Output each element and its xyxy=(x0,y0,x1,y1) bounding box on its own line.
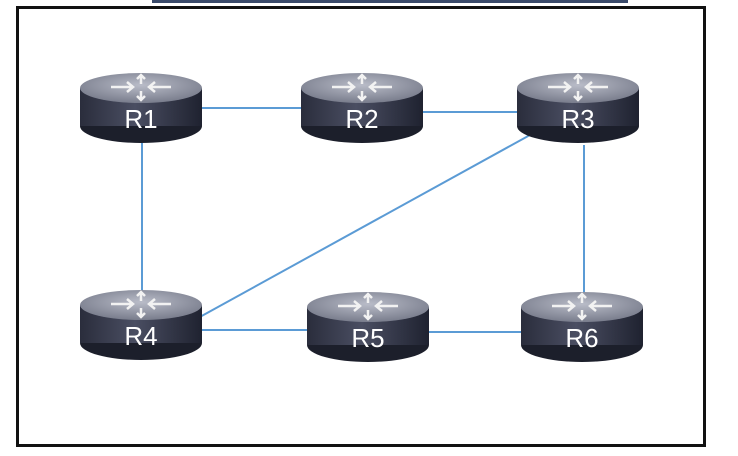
router-label: R6 xyxy=(565,323,598,353)
router-r1[interactable]: R1 xyxy=(80,73,202,143)
router-arrows-icon xyxy=(332,73,392,102)
router-arrows-icon xyxy=(548,73,608,102)
router-top xyxy=(521,292,643,322)
router-arrows-icon xyxy=(111,290,171,319)
diagram-frame xyxy=(16,6,706,447)
router-label: R2 xyxy=(345,104,378,134)
router-r2[interactable]: R2 xyxy=(301,73,423,143)
router-r3[interactable]: R3 xyxy=(517,73,639,143)
router-label: R3 xyxy=(561,104,594,134)
router-top xyxy=(80,290,202,320)
router-top xyxy=(307,292,429,322)
router-top xyxy=(80,73,202,103)
router-arrows-icon xyxy=(338,292,398,321)
router-label: R4 xyxy=(124,321,157,351)
router-arrows-icon xyxy=(111,73,171,102)
router-label: R1 xyxy=(124,104,157,134)
router-label: R5 xyxy=(351,323,384,353)
router-arrows-icon xyxy=(552,292,612,321)
link-r3-r4 xyxy=(197,134,531,319)
router-r6[interactable]: R6 xyxy=(521,292,643,362)
router-top xyxy=(517,73,639,103)
router-top xyxy=(301,73,423,103)
router-r4[interactable]: R4 xyxy=(80,290,202,360)
top-edge-bar xyxy=(152,0,628,3)
router-r5[interactable]: R5 xyxy=(307,292,429,362)
